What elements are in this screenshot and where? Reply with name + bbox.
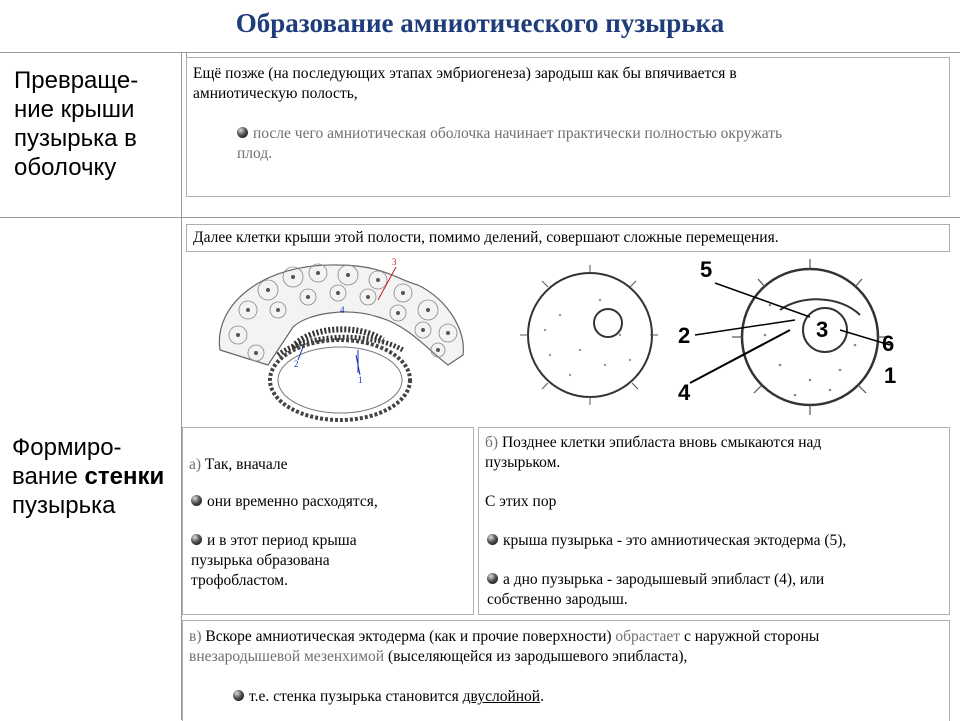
panel-a: а) Так, вначале они временно расходятся,…	[182, 427, 474, 615]
text: обрастает	[615, 628, 680, 645]
text-line: пузырька образована	[191, 551, 357, 571]
label-line: ние крыши	[14, 95, 138, 124]
text: а дно пузырька - зародышевый эпибласт (4…	[503, 571, 824, 588]
text: внезародышевой мезенхимой	[189, 648, 384, 665]
text: Позднее клетки эпибласта вновь смыкаются…	[502, 434, 821, 451]
text-line: пузырьком.	[485, 453, 821, 473]
bullet-icon	[487, 534, 498, 545]
bullet-icon	[487, 573, 498, 584]
label-line: пузырька в	[14, 124, 138, 153]
intro-text: Далее клетки крыши этой полости, помимо …	[193, 228, 779, 248]
panel-b-bullet-1: крыша пузырька - это амниотическая эктод…	[487, 531, 846, 551]
text-underlined: двуслойной	[463, 688, 540, 705]
diagram-label: 3	[392, 257, 397, 267]
top-text-block: Ещё позже (на последующих этапах эмбриог…	[186, 57, 950, 197]
divider-middle	[0, 217, 960, 218]
panel-b-bullet-2: а дно пузырька - зародышевый эпибласт (4…	[487, 570, 824, 610]
divider-top	[0, 52, 960, 53]
section-label-wall: Формиро- вание стенки пузырька	[12, 433, 164, 520]
diagram-label: 4	[340, 305, 345, 315]
text: и в этот период крыша	[207, 532, 357, 549]
bullet-icon	[191, 534, 202, 545]
bullet-icon	[191, 495, 202, 506]
label-part: вание	[12, 463, 85, 490]
diagram-label: 5	[700, 257, 712, 282]
text: т.е. стенка пузырька становится	[249, 688, 463, 705]
prefix: б)	[485, 434, 502, 451]
bullet-line: после чего амниотическая оболочка начина…	[237, 124, 782, 144]
label-line: Формиро-	[12, 433, 164, 462]
text-line: трофобластом.	[191, 571, 357, 591]
text: с наружной стороны	[680, 628, 819, 645]
diagram-label: 1	[884, 363, 896, 388]
text: после чего амниотическая оболочка начина…	[253, 125, 782, 142]
bullet-icon	[233, 690, 244, 701]
diagram-spheres: 5 2 4 3 6 1	[510, 255, 914, 423]
text-line: плод.	[237, 144, 782, 164]
text-line: собственно зародыш.	[487, 590, 824, 610]
lead-text: Так, вначале	[205, 456, 288, 473]
diagram-label: 1	[358, 375, 363, 385]
panel-b-lead: б) Позднее клетки эпибласта вновь смыкаю…	[485, 433, 821, 473]
label-part-bold: стенки	[85, 463, 165, 490]
diagram-label: 3	[816, 317, 828, 342]
panel-a-bullet-1: они временно расходятся,	[191, 492, 378, 512]
section-label-roof: Превраще- ние крыши пузырька в оболочку	[14, 66, 138, 182]
label-line: пузырька	[12, 491, 164, 520]
since-text: С этих пор	[485, 492, 556, 512]
panel-c: в) Вскоре амниотическая эктодерма (как и…	[182, 620, 950, 721]
diagram-label: 6	[882, 331, 894, 356]
prefix: а)	[189, 456, 205, 473]
panel-c-text: в) Вскоре амниотическая эктодерма (как и…	[189, 627, 819, 667]
text: они временно расходятся,	[207, 493, 378, 510]
diagram-label: 4	[678, 380, 691, 405]
bullet-icon	[237, 127, 248, 138]
panel-a-bullet-2: и в этот период крыша пузырька образован…	[191, 531, 357, 591]
diagram-label: 2	[678, 323, 690, 348]
label-line: вание стенки	[12, 462, 164, 491]
prefix: в)	[189, 628, 205, 645]
diagram-cell-cavity: 3 4 2 1	[208, 255, 472, 423]
text: крыша пузырька - это амниотическая эктод…	[503, 532, 846, 549]
panel-a-lead: а) Так, вначале	[189, 455, 287, 475]
text-line: Ещё позже (на последующих этапах эмбриог…	[193, 64, 737, 84]
panel-c-bullet: т.е. стенка пузырька становится двуслойн…	[233, 687, 544, 707]
label-line: оболочку	[14, 153, 138, 182]
panel-b: б) Позднее клетки эпибласта вновь смыкаю…	[478, 427, 950, 615]
text: Вскоре амниотическая эктодерма (как и пр…	[205, 628, 615, 645]
text: .	[540, 688, 544, 705]
diagram-label: 2	[294, 359, 299, 369]
text-line: амниотическую полость,	[193, 84, 737, 104]
label-line: Превраще-	[14, 66, 138, 95]
text: (выселяющейся из зародышевого эпибласта)…	[384, 648, 687, 665]
intro-box: Далее клетки крыши этой полости, помимо …	[186, 224, 950, 252]
page-title: Образование амниотического пузырька	[0, 8, 960, 39]
